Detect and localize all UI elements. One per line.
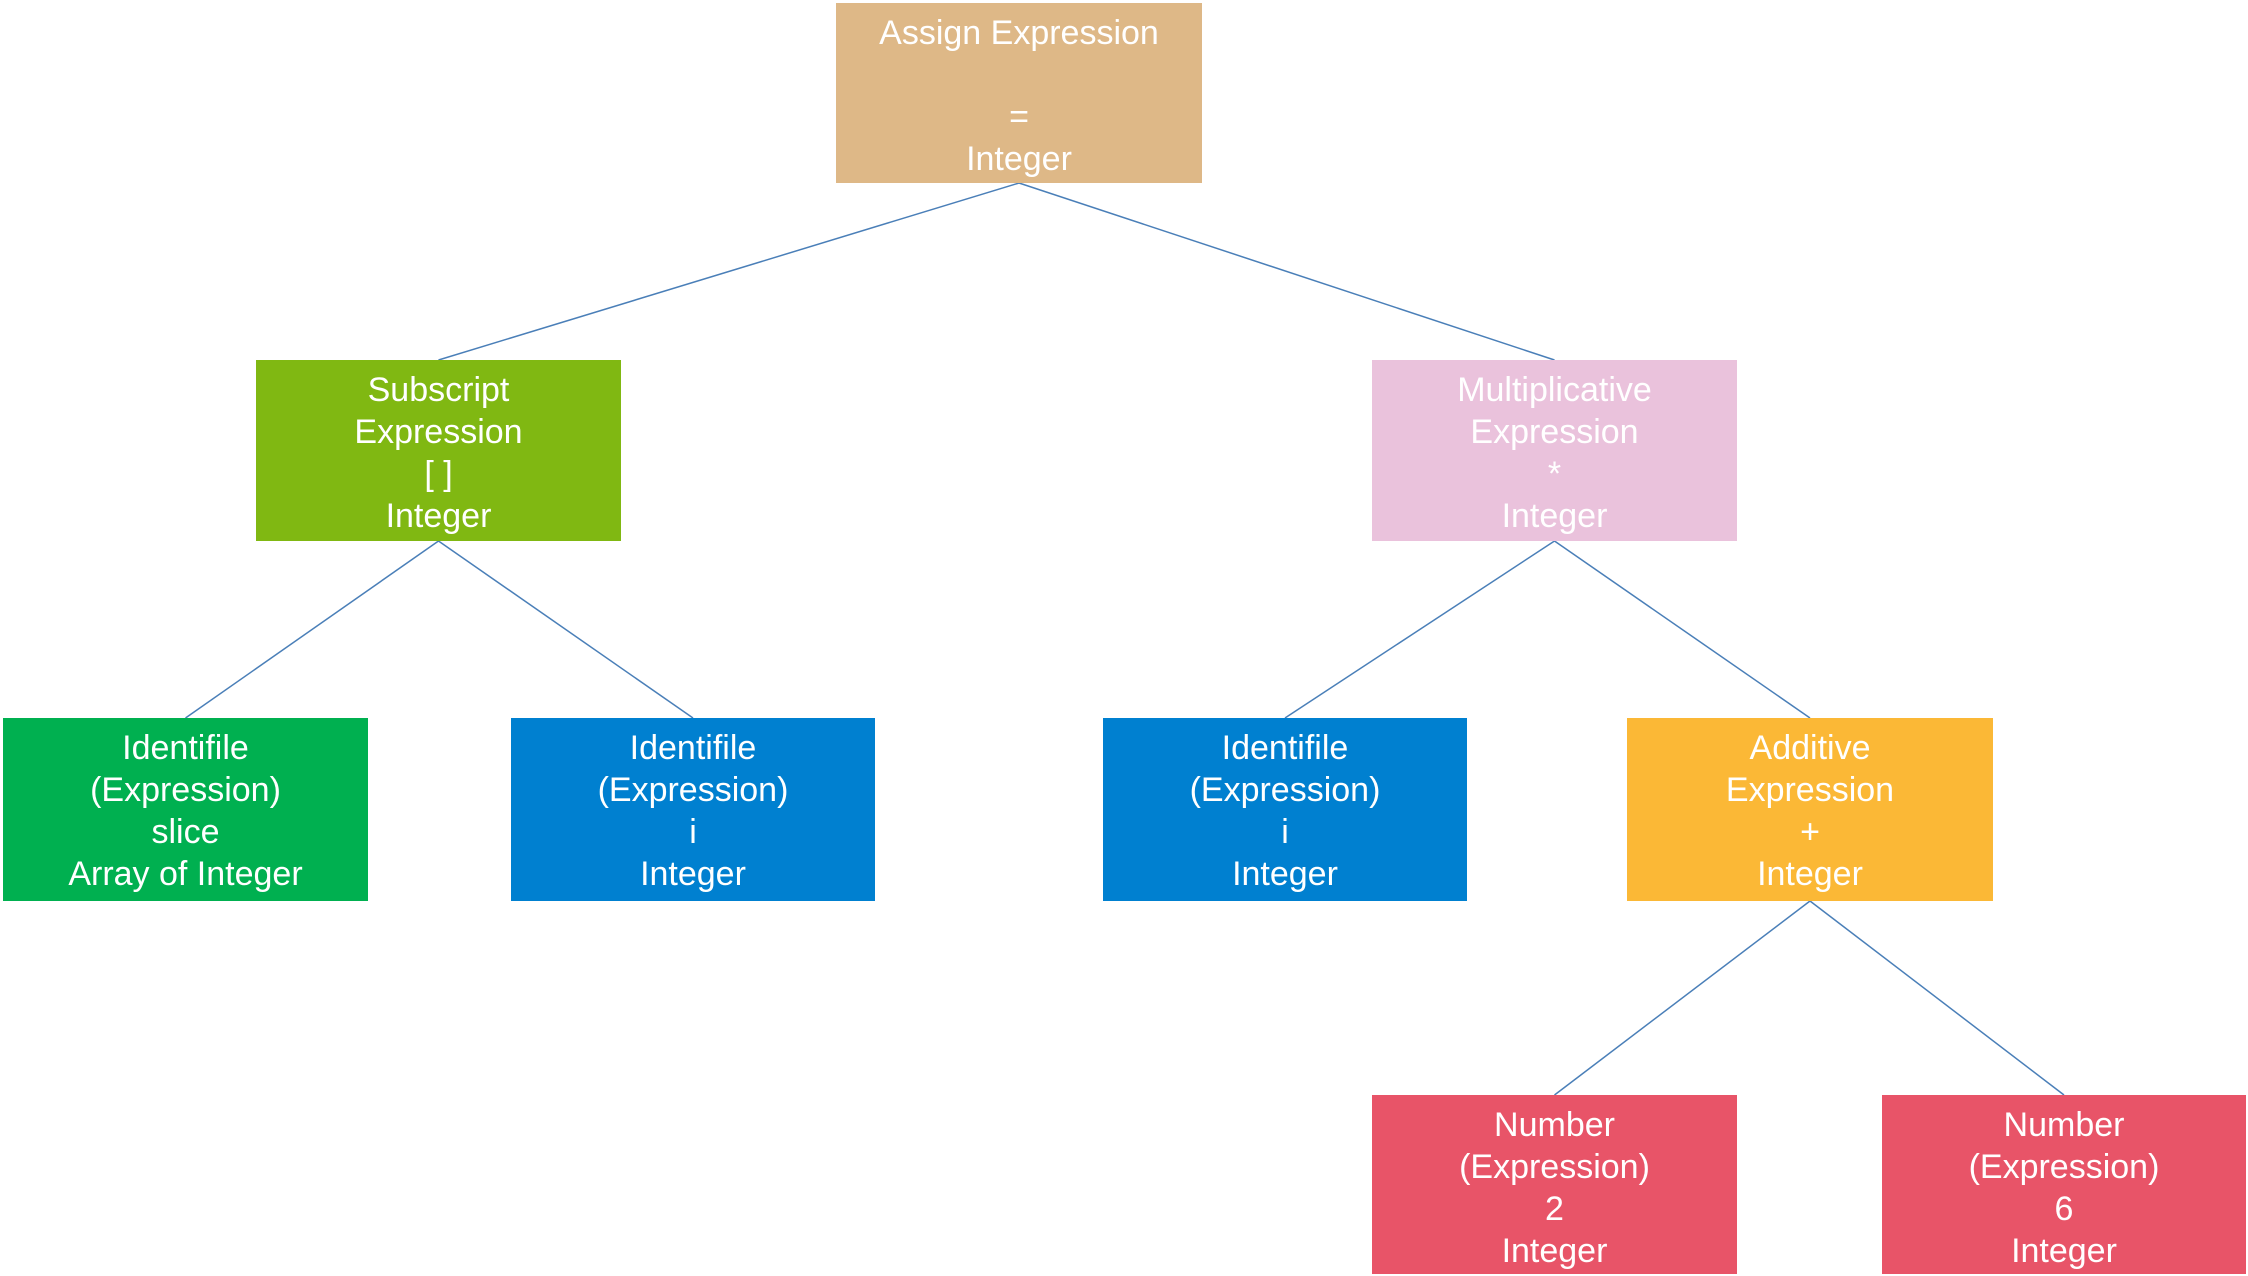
node-label-line: Integer bbox=[2011, 1232, 2117, 1270]
node-label-line: Additive bbox=[1749, 729, 1871, 767]
node-label-line: Integer bbox=[640, 855, 746, 893]
node-label-line: i bbox=[1281, 813, 1289, 851]
node-label-line: Identifile bbox=[629, 729, 757, 767]
node-multiplicative-expression: Multiplicative Expression * Integer bbox=[1372, 360, 1737, 541]
node-label-line: Identifile bbox=[122, 729, 249, 767]
node-additive-expression: Additive Expression + Integer bbox=[1627, 718, 1993, 901]
edge-assign-to-multiplicative bbox=[1018, 182, 1555, 361]
node-label-line: (Expression) bbox=[90, 771, 281, 809]
edge-additive-to-number_2 bbox=[1554, 900, 1811, 1096]
node-label-line: Subscript bbox=[367, 371, 510, 409]
node-label-line: Number bbox=[1494, 1106, 1615, 1144]
node-label-line: Integer bbox=[1501, 497, 1608, 535]
node-identifile-i-right: Identifile (Expression) i Integer bbox=[1103, 718, 1467, 901]
node-label-line: Expression bbox=[354, 413, 523, 451]
node-label-line: Integer bbox=[1757, 855, 1863, 893]
node-label-line: i bbox=[689, 813, 697, 851]
node-label-line: 2 bbox=[1545, 1190, 1564, 1228]
node-identifile-slice: Identifile (Expression) slice Array of I… bbox=[3, 718, 368, 901]
node-label-line: Expression bbox=[1470, 413, 1639, 451]
edge-multiplicative-to-ident_i_right bbox=[1284, 540, 1555, 719]
node-label-line: Integer bbox=[1501, 1232, 1608, 1270]
node-label-line: (Expression) bbox=[597, 771, 789, 809]
node-label-line: Multiplicative bbox=[1457, 371, 1652, 409]
edge-additive-to-number_6 bbox=[1809, 900, 2065, 1096]
node-label-line: Number bbox=[2003, 1106, 2125, 1144]
node-label-line: 6 bbox=[2054, 1190, 2074, 1228]
node-subscript-expression: Subscript Expression [ ] Integer bbox=[256, 360, 621, 541]
node-number-6: Number (Expression) 6 Integer bbox=[1882, 1095, 2246, 1274]
node-label-line: (Expression) bbox=[1968, 1148, 2160, 1186]
edge-assign-to-subscript bbox=[438, 182, 1020, 361]
node-label-line: Integer bbox=[385, 497, 492, 535]
edge-subscript-to-ident_i_left bbox=[438, 540, 694, 719]
node-label-line: Integer bbox=[1232, 855, 1338, 893]
node-label-line: Expression bbox=[1725, 771, 1895, 809]
node-label-line: = bbox=[1009, 98, 1029, 136]
node-identifile-i-left: Identifile (Expression) i Integer bbox=[511, 718, 875, 901]
edge-multiplicative-to-additive bbox=[1554, 540, 1811, 719]
node-label-line: Array of Integer bbox=[68, 855, 303, 893]
node-label-line: + bbox=[1800, 813, 1820, 851]
node-assign-expression: Assign Expression = Integer bbox=[836, 3, 1202, 183]
node-label-line: Integer bbox=[966, 140, 1072, 178]
node-label-line: (Expression) bbox=[1189, 771, 1381, 809]
node-label-line: * bbox=[1547, 455, 1562, 493]
node-label-line: Identifile bbox=[1221, 729, 1349, 767]
node-number-2: Number (Expression) 2 Integer bbox=[1372, 1095, 1737, 1274]
node-label-line: slice bbox=[151, 813, 220, 851]
node-label-line: [ ] bbox=[424, 455, 453, 493]
node-label-line: (Expression) bbox=[1459, 1148, 1650, 1186]
edge-subscript-to-ident_slice bbox=[185, 540, 439, 719]
node-label-line: Assign Expression bbox=[879, 14, 1159, 52]
